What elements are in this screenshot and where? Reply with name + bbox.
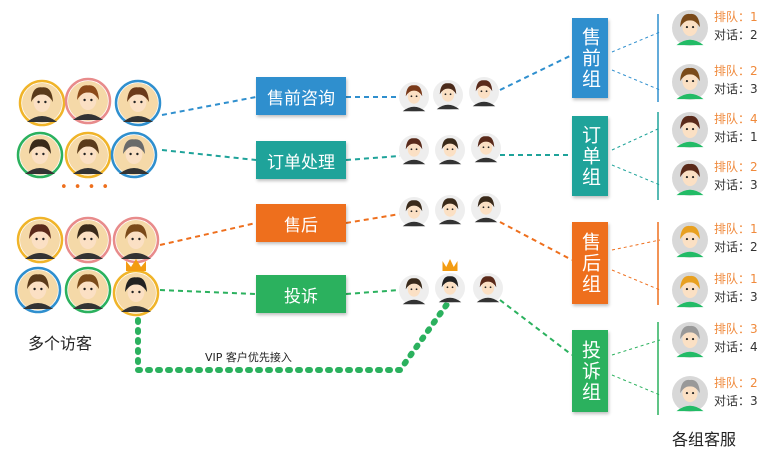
visitor-avatar-icon — [112, 259, 160, 317]
group-aftersales-label: 售后组 — [579, 231, 601, 295]
connector-complaint-queue — [345, 289, 401, 295]
agent-avatar-icon — [672, 222, 708, 258]
talk-count: 对话：2 — [714, 240, 758, 254]
queued-visitor-icon — [433, 80, 463, 110]
group-aftersales: 售后组 — [572, 222, 608, 304]
visitor-avatar-icon — [18, 79, 66, 127]
agent-stat: 排队：2 对话：3 — [714, 158, 758, 194]
agent-avatar-icon — [672, 160, 708, 196]
category-order-label: 订单处理 — [267, 152, 335, 173]
agent-stat: 排队：2 对话：3 — [714, 62, 758, 98]
agent-stat: 排队：3 对话：4 — [714, 320, 758, 356]
category-aftersales-label: 售后 — [284, 215, 318, 236]
talk-count: 对话：3 — [714, 290, 758, 304]
visitor-avatar-icon — [16, 131, 64, 179]
queued-visitor-icon — [399, 275, 429, 305]
queue-count: 排队：4 — [714, 112, 758, 126]
group-order: 订单组 — [572, 116, 608, 196]
connector-queue-aftersales-group — [499, 221, 573, 261]
vip-label: VIP 客户优先接入 — [205, 351, 292, 364]
queued-visitor-icon — [471, 133, 501, 163]
agent-avatar-icon — [672, 272, 708, 308]
queue-count: 排队：1 — [714, 272, 758, 286]
visitor-avatar-icon — [64, 266, 112, 314]
connector-queue-presales-group — [499, 54, 573, 91]
queue-count: 排队：2 — [714, 376, 758, 390]
connector-queue-complaint-group — [499, 299, 573, 356]
visitor-avatar-icon — [64, 131, 112, 179]
category-order: 订单处理 — [256, 141, 346, 179]
vip-path — [135, 297, 453, 373]
queued-visitor-icon — [435, 135, 465, 165]
group-presales: 售前组 — [572, 18, 608, 98]
more-visitors-dots: • • • • — [60, 180, 111, 195]
queue-count: 排队：1 — [714, 10, 758, 24]
queued-visitor-icon — [399, 135, 429, 165]
queued-visitor-icon — [399, 82, 429, 112]
queue-count: 排队：1 — [714, 222, 758, 236]
agent-avatar-icon — [672, 322, 708, 358]
visitor-avatar-icon — [112, 216, 160, 264]
connector-visitors-aftersales — [159, 222, 257, 246]
talk-count: 对话：3 — [714, 82, 758, 96]
visitor-avatar-icon — [110, 131, 158, 179]
queued-visitor-icon — [469, 77, 499, 107]
group-presales-label: 售前组 — [579, 26, 601, 90]
category-presales: 售前咨询 — [256, 77, 346, 115]
connector-order-queue — [345, 155, 401, 161]
queued-visitor-icon — [435, 195, 465, 225]
talk-count: 对话：3 — [714, 178, 758, 192]
talk-count: 对话：3 — [714, 394, 758, 408]
connector-visitors-presales — [161, 96, 257, 116]
bracket-order — [611, 127, 661, 151]
talk-count: 对话：1 — [714, 130, 758, 144]
connector-visitors-order — [161, 149, 257, 161]
connector-aftersales-queue — [345, 213, 401, 224]
visitor-avatar-icon — [16, 216, 64, 264]
visitor-avatar-icon — [114, 79, 162, 127]
group-complaint: 投诉组 — [572, 330, 608, 412]
visitors-label: 多个访客 — [28, 334, 93, 353]
visitor-avatar-icon — [14, 266, 62, 314]
visitor-avatar-icon — [64, 216, 112, 264]
agent-avatar-icon — [672, 376, 708, 412]
bracket-presales — [611, 31, 661, 53]
bracket-aftersales — [611, 239, 661, 251]
agent-avatar-icon — [672, 10, 708, 46]
queued-visitor-icon — [473, 273, 503, 303]
agent-stat: 排队：2 对话：3 — [714, 374, 758, 410]
category-complaint-label: 投诉 — [284, 286, 318, 307]
category-presales-label: 售前咨询 — [267, 88, 335, 109]
agent-avatar-icon — [672, 112, 708, 148]
queue-count: 排队：3 — [714, 322, 758, 336]
bracket-complaint — [611, 339, 661, 356]
queue-count: 排队：2 — [714, 64, 758, 78]
connector-visitors-complaint — [159, 289, 257, 295]
group-order-label: 订单组 — [579, 124, 601, 188]
queued-visitor-icon — [399, 197, 429, 227]
queued-visitor-icon — [435, 259, 465, 303]
talk-count: 对话：4 — [714, 340, 758, 354]
agent-stat: 排队：1 对话：2 — [714, 220, 758, 256]
talk-count: 对话：2 — [714, 28, 758, 42]
category-aftersales: 售后 — [256, 204, 346, 242]
queue-count: 排队：2 — [714, 160, 758, 174]
category-complaint: 投诉 — [256, 275, 346, 313]
agents-label: 各组客服 — [672, 430, 737, 449]
visitor-avatar-icon — [64, 77, 112, 125]
agent-avatar-icon — [672, 64, 708, 100]
agent-stat: 排队：1 对话：3 — [714, 270, 758, 306]
agent-stat: 排队：4 对话：1 — [714, 110, 758, 146]
queued-visitor-icon — [471, 193, 501, 223]
group-complaint-label: 投诉组 — [579, 339, 601, 403]
face-layer — [14, 10, 708, 412]
agent-stat: 排队：1 对话：2 — [714, 8, 758, 44]
